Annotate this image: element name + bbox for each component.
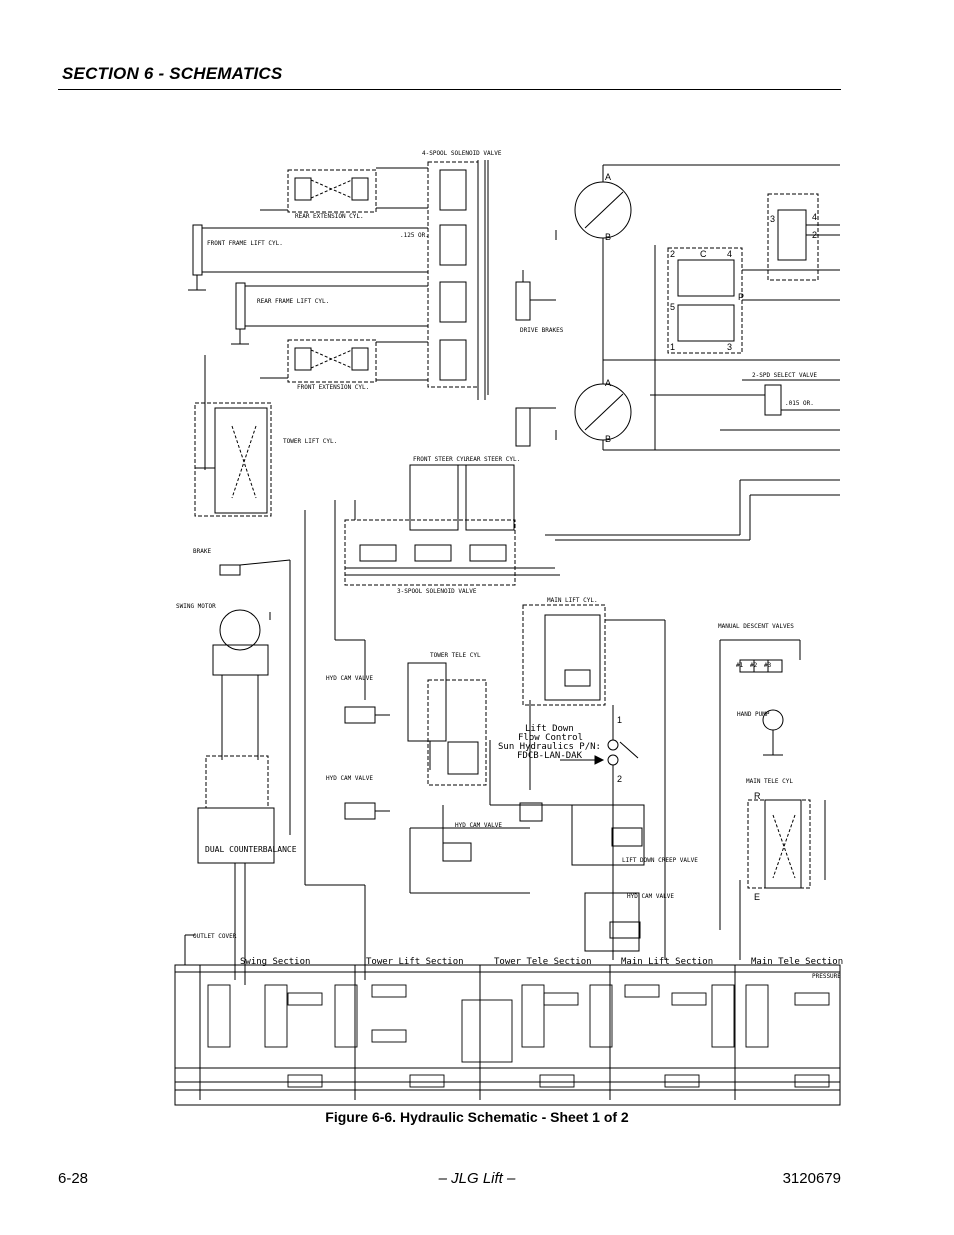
port-b-upper-motor: B xyxy=(605,232,611,242)
label-3-spool-valve: 3-SPOOL SOLENOID VALVE xyxy=(397,588,477,595)
label-lift-down-creep-valve: LIFT DOWN CREEP VALVE xyxy=(622,857,698,864)
label-hyd-cam-valve-2: HYD CAM VALVE xyxy=(326,775,373,782)
label-rear-steer-cyl: REAR STEER CYL. xyxy=(466,456,520,463)
label-main-lift-section: Main Lift Section xyxy=(621,957,713,967)
label-swing-section: Swing Section xyxy=(240,957,310,967)
label-orifice-125: .125 OR. xyxy=(400,232,429,239)
label-front-extension-cyl: FRONT EXTENSION CYL. xyxy=(297,384,369,391)
label-tower-lift-cyl: TOWER LIFT CYL. xyxy=(283,438,337,445)
port-r-tele: R xyxy=(754,791,761,801)
label-pressure: PRESSURE xyxy=(812,973,841,980)
port-2-right: 2 xyxy=(812,230,817,240)
port-3-select: 3 xyxy=(727,342,732,352)
label-orifice-015: .015 OR. xyxy=(785,400,814,407)
label-main-tele-cyl: MAIN TELE CYL xyxy=(746,778,793,785)
label-lift-down-3: Sun Hydraulics P/N: xyxy=(498,742,601,752)
label-main-lift-cyl: MAIN LIFT CYL. xyxy=(547,597,598,604)
doc-number: 3120679 xyxy=(782,1170,841,1187)
label-lift-down-4: FDCB-LAN-DAK xyxy=(517,751,583,761)
label-2-spd-select-valve: 2-SPD SELECT VALVE xyxy=(752,372,817,379)
label-md-3: #3 xyxy=(764,662,772,669)
port-p-select: P xyxy=(738,292,744,302)
port-b-lower-motor: B xyxy=(605,434,611,444)
port-1-flow: 1 xyxy=(617,715,622,725)
label-outlet-cover: OUTLET COVER xyxy=(193,933,237,940)
label-dual-counterbalance: DUAL COUNTERBALANCE xyxy=(205,845,297,854)
port-2-flow: 2 xyxy=(617,774,622,784)
label-drive-brakes: DRIVE BRAKES xyxy=(520,327,564,334)
label-rear-extension-cyl: REAR EXTENSION CYL. xyxy=(295,213,364,220)
label-lift-down-2: Flow Control xyxy=(518,733,583,743)
label-brake: BRAKE xyxy=(193,548,211,555)
port-4-right: 4 xyxy=(812,212,817,222)
section-title: SECTION 6 - SCHEMATICS xyxy=(62,64,283,83)
port-4-select: 4 xyxy=(727,249,732,259)
label-hyd-cam-valve-4: HYD CAM VALVE xyxy=(627,893,674,900)
page-number: 6-28 xyxy=(58,1170,89,1187)
label-swing-motor: SWING MOTOR xyxy=(176,603,216,610)
label-hyd-cam-valve-1: HYD CAM VALVE xyxy=(326,675,373,682)
label-rear-frame-lift-cyl: REAR FRAME LIFT CYL. xyxy=(257,298,329,305)
port-1-select: 1 xyxy=(670,342,675,352)
label-md-1: #1 xyxy=(736,662,744,669)
label-main-tele-section: Main Tele Section xyxy=(751,957,843,967)
port-a-lower-motor: A xyxy=(605,378,611,388)
port-c-select: C xyxy=(700,249,707,259)
port-2-select: 2 xyxy=(670,249,675,259)
port-5-select: 5 xyxy=(670,302,675,312)
port-3-right: 3 xyxy=(770,214,775,224)
port-e-tele: E xyxy=(754,892,760,902)
label-hyd-cam-valve-3: HYD CAM VALVE xyxy=(455,822,502,829)
label-md-2: #2 xyxy=(750,662,758,669)
label-4-spool-valve: 4-SPOOL SOLENOID VALVE xyxy=(422,150,502,157)
label-front-frame-lift-cyl: FRONT FRAME LIFT CYL. xyxy=(207,240,283,247)
port-a-upper-motor: A xyxy=(605,172,611,182)
label-front-steer-cyl: FRONT STEER CYL. xyxy=(413,456,471,463)
footer-brand: – JLG Lift – xyxy=(438,1170,516,1187)
label-hand-pump: HAND PUMP xyxy=(737,711,770,718)
figure-caption: Figure 6-6. Hydraulic Schematic - Sheet … xyxy=(325,1109,629,1125)
label-lift-down-1: Lift Down xyxy=(525,724,574,734)
label-manual-descent-valves: MANUAL DESCENT VALVES xyxy=(718,623,794,630)
header-rule xyxy=(58,89,841,90)
label-tower-tele-section: Tower Tele Section xyxy=(494,957,592,967)
label-tower-tele-cyl: TOWER TELE CYL xyxy=(430,652,481,659)
label-tower-lift-section: Tower Lift Section xyxy=(366,957,464,967)
